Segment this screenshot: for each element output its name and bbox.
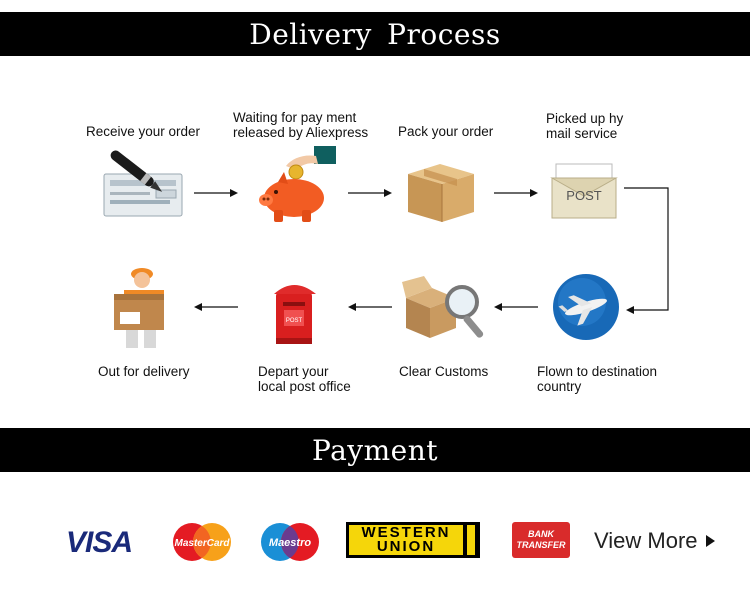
delivery-person-icon bbox=[106, 266, 176, 350]
arrow-left-3 bbox=[194, 303, 238, 311]
arrow-left-1 bbox=[494, 303, 538, 311]
bank-transfer-text-1: BANK bbox=[528, 529, 554, 539]
maestro-logo: Maestro bbox=[258, 522, 322, 562]
western-union-panel: WESTERN UNION bbox=[349, 525, 463, 555]
step-label-picked-up: Picked up hy mail service bbox=[546, 111, 624, 141]
bank-transfer-logo: BANK TRANSFER bbox=[512, 522, 570, 558]
airplane-globe-icon bbox=[552, 272, 622, 342]
red-post-box-icon: POST bbox=[270, 276, 320, 348]
customs-magnifier-icon bbox=[402, 274, 496, 346]
visa-logo: VISA bbox=[66, 526, 144, 560]
mastercard-logo: MasterCard bbox=[170, 522, 234, 562]
view-more-link[interactable]: View More bbox=[594, 528, 715, 554]
maestro-text: Maestro bbox=[269, 537, 311, 549]
western-union-text-2: UNION bbox=[376, 538, 436, 555]
step-label-clear-customs: Clear Customs bbox=[399, 364, 489, 379]
arrow-right-1 bbox=[194, 189, 238, 197]
post-envelope-text: POST bbox=[566, 188, 601, 203]
step-label-flown-destination: Flown to destination country bbox=[537, 364, 658, 394]
arrow-left-2 bbox=[348, 303, 392, 311]
delivery-process-title: Delivery Process bbox=[249, 17, 501, 51]
piggy-bank-icon bbox=[252, 144, 342, 224]
view-more-label: View More bbox=[594, 528, 698, 553]
arrow-connector-down bbox=[624, 187, 669, 314]
western-union-text-1: WESTERN bbox=[361, 524, 451, 541]
mastercard-text: MasterCard bbox=[174, 538, 230, 549]
bank-transfer-text-2: TRANSFER bbox=[516, 540, 566, 550]
step-label-out-for-delivery: Out for delivery bbox=[98, 364, 190, 379]
cardboard-box-icon bbox=[402, 156, 480, 226]
western-union-logo: WESTERN UNION bbox=[346, 522, 480, 558]
visa-logo-text: VISA bbox=[66, 526, 133, 559]
step-label-waiting-payment: Waiting for pay ment released by Aliexpr… bbox=[233, 110, 369, 140]
western-union-bar bbox=[467, 525, 475, 555]
arrow-right-3 bbox=[494, 189, 538, 197]
step-label-depart-post-office: Depart your local post office bbox=[258, 364, 351, 394]
payment-title: Payment bbox=[312, 433, 438, 467]
check-pen-icon bbox=[100, 148, 188, 220]
play-arrow-icon bbox=[705, 535, 715, 547]
arrow-right-2 bbox=[348, 189, 392, 197]
step-label-receive-order: Receive your order bbox=[86, 124, 201, 139]
post-box-text: POST bbox=[286, 318, 303, 324]
step-label-pack-order: Pack your order bbox=[398, 124, 494, 139]
post-envelope-icon: POST bbox=[550, 152, 620, 220]
delivery-process-banner: Delivery Process bbox=[0, 12, 750, 56]
payment-banner: Payment bbox=[0, 428, 750, 472]
